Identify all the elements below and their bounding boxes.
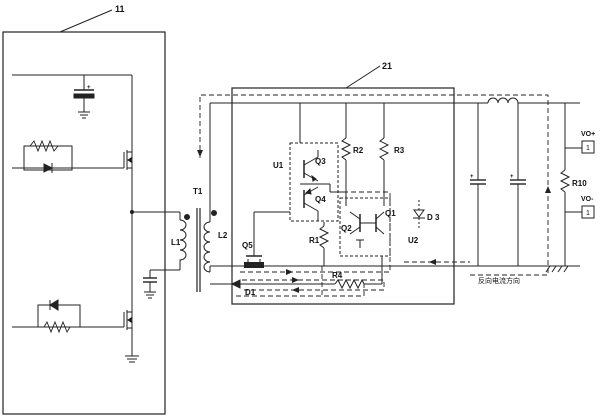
secondary-block-border (231, 87, 455, 305)
Q5-label: Q5 (242, 241, 253, 250)
R3-label: R3 (394, 146, 405, 155)
D1-label: D1 (245, 288, 256, 297)
primary-block-border (2, 31, 166, 415)
D1-diode: D1 (210, 279, 285, 297)
R4-resistor: R4 (285, 256, 383, 290)
vo-minus-label: VO- (581, 196, 594, 203)
cap-polarity-mark: + (87, 85, 91, 91)
R4-label: R4 (332, 271, 343, 280)
transformer: T1 L1 L2 (171, 103, 228, 292)
Q4-label: Q4 (315, 195, 326, 204)
secondary-winding (203, 221, 211, 273)
secondary-block-leader (345, 65, 381, 89)
vo-minus-pin: 1 (586, 210, 590, 217)
output-capacitor-1: + (470, 103, 486, 266)
primary-block-leader (59, 9, 113, 33)
Q2-label: Q2 (341, 224, 352, 233)
output-stage: R10 1 VO+ 1 VO- (545, 103, 595, 273)
lower-switch (12, 299, 132, 334)
Q5-transistor: Q5 (242, 211, 290, 268)
vo-minus-terminal (581, 205, 595, 219)
cap1-plus: + (470, 174, 474, 180)
U1-label: U1 (273, 161, 284, 170)
secondary-block-number: 21 (382, 61, 392, 71)
secondary-winding-label: L2 (218, 231, 228, 240)
clamp-capacitor (143, 262, 181, 299)
R1-resistor: R1 (309, 222, 330, 266)
cap2-plus: + (510, 174, 514, 180)
primary-block: 11 + (2, 4, 181, 415)
vo-plus-label: VO+ (581, 131, 595, 138)
secondary-block: 21 (231, 61, 455, 305)
R3-resistor: R3 (378, 103, 405, 206)
primary-block-number: 11 (115, 4, 125, 14)
primary-winding (179, 219, 187, 263)
D3-diode: D 3 (413, 200, 440, 228)
R10-label: R10 (572, 179, 587, 188)
vo-plus-pin: 1 (586, 145, 590, 152)
current-direction-note: 反向电流方向 (478, 276, 520, 285)
primary-ground (125, 355, 139, 363)
reverse-current-path (197, 94, 551, 297)
D3-label: D 3 (427, 213, 440, 222)
upper-switch (12, 139, 132, 173)
primary-winding-label: L1 (171, 238, 181, 247)
U2-label: U2 (408, 236, 419, 245)
output-capacitor-2: + (510, 103, 526, 266)
R2-label: R2 (353, 146, 364, 155)
input-capacitor: + (73, 75, 95, 119)
Q1-label: Q1 (385, 209, 396, 218)
U1-module: U1 Q3 Q4 (273, 103, 348, 222)
vo-plus-terminal (581, 140, 595, 154)
U2-module: U2 Q1 Q2 (339, 197, 419, 257)
output-inductor (487, 97, 580, 104)
R1-label: R1 (309, 236, 320, 245)
R2-resistor: R2 (340, 103, 364, 206)
transformer-label: T1 (193, 187, 203, 196)
Q3-label: Q3 (315, 157, 326, 166)
